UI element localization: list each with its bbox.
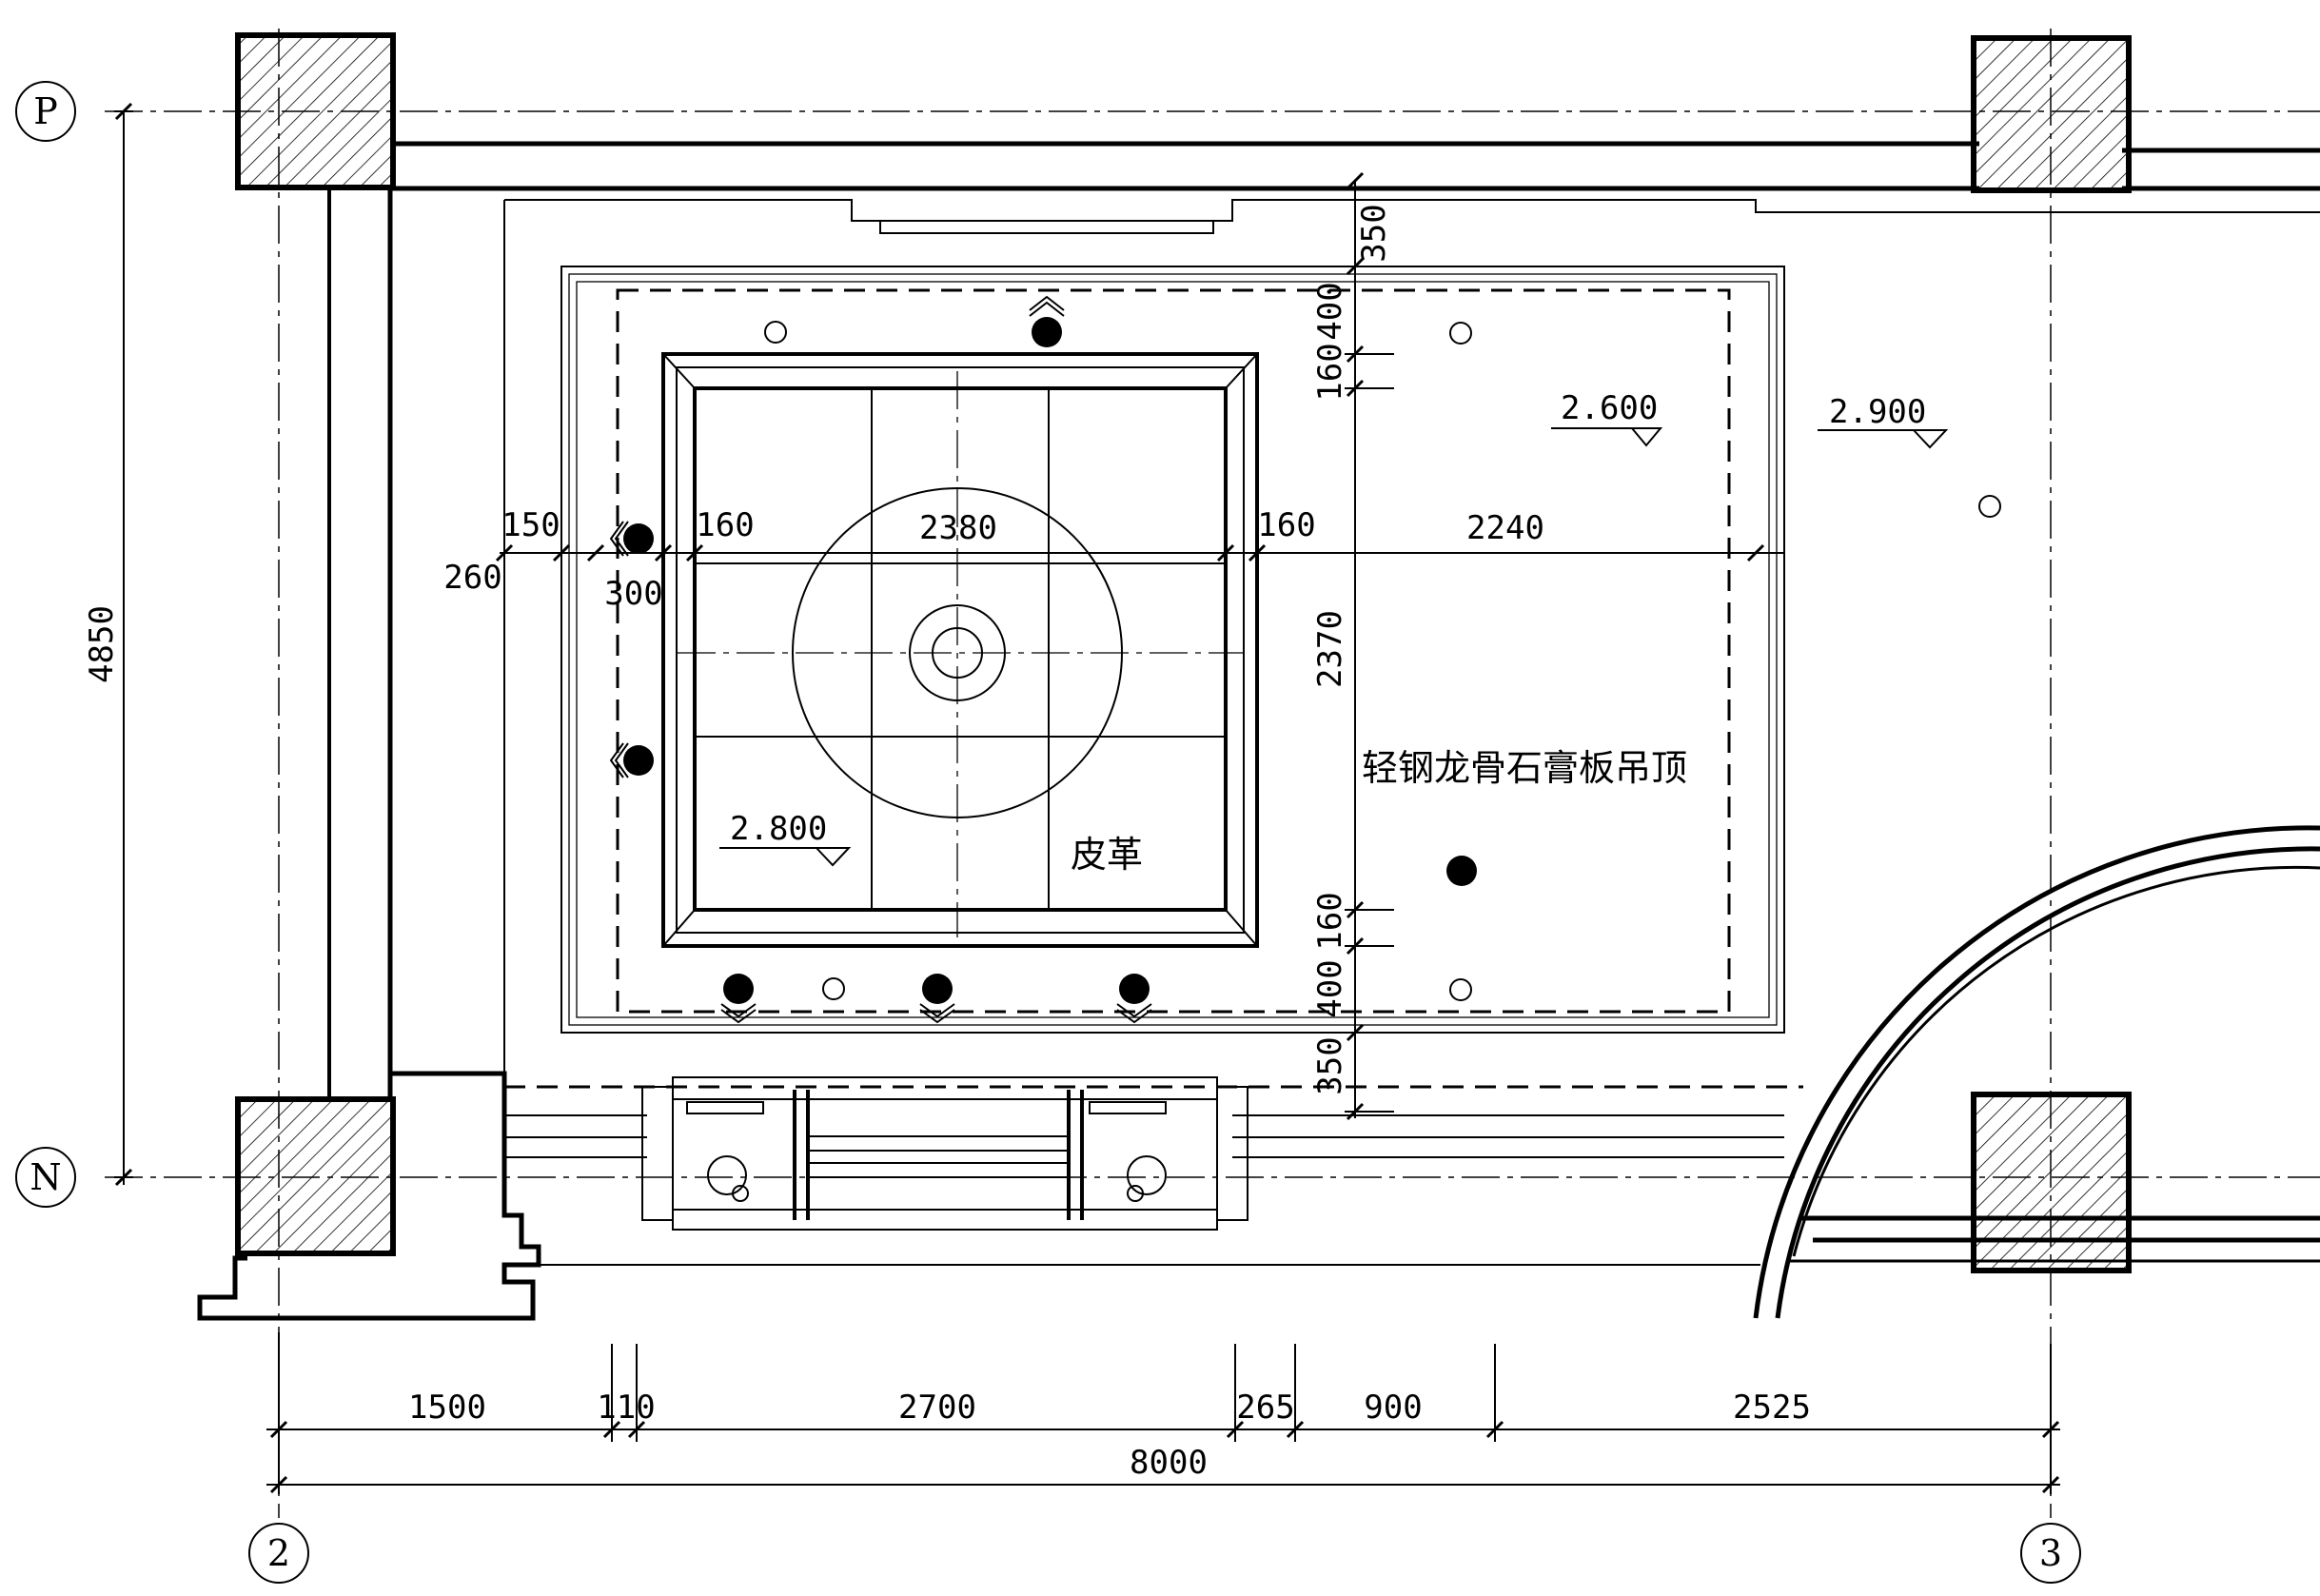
axis-bubble-n: N <box>15 1147 76 1208</box>
dim-vert-160-top: 160 <box>1311 343 1349 401</box>
axis-bubble-2: 2 <box>248 1523 309 1584</box>
walls <box>197 141 2320 1321</box>
dimension-texts: 4850 1500 110 2700 265 900 2525 8000 150… <box>83 204 1811 1482</box>
central-coffer <box>661 352 1259 948</box>
axis-bubble-3: 3 <box>2020 1523 2081 1584</box>
dim-right-2240: 2240 <box>1466 509 1544 547</box>
dim-bottom-265: 265 <box>1236 1389 1294 1427</box>
dim-bottom-1500: 1500 <box>408 1389 486 1427</box>
dim-vert-350-top: 350 <box>1355 204 1393 262</box>
ceiling-material-label: 轻钢龙骨石膏板吊顶 <box>1362 747 1687 789</box>
downlights <box>623 317 1477 1004</box>
dim-vert-400-bottom: 400 <box>1311 959 1349 1017</box>
dim-inner-2380: 2380 <box>919 509 997 547</box>
dim-inner-left-160: 160 <box>696 506 754 544</box>
level-2600-text: 2.600 <box>1561 389 1658 427</box>
dimension-lines <box>114 110 2060 1494</box>
dimension-ticks <box>114 102 2060 1494</box>
level-marker-2800: 2.800 <box>719 810 852 867</box>
dim-bottom-2525: 2525 <box>1733 1389 1811 1427</box>
level-marker-2900: 2.900 <box>1818 393 1949 449</box>
dim-vert-400-top: 400 <box>1311 282 1349 340</box>
fixture-strip <box>641 1076 1248 1231</box>
columns <box>235 32 2132 1273</box>
dim-bottom-total: 8000 <box>1130 1444 1208 1482</box>
axis-lines <box>105 29 2320 1518</box>
spotlights <box>764 321 2001 1001</box>
dim-bottom-2700: 2700 <box>898 1389 976 1427</box>
level-2800-text: 2.800 <box>730 810 827 848</box>
level-marker-2600: 2.600 <box>1551 389 1663 447</box>
axis-label-2: 2 <box>267 1532 290 1574</box>
leather-label: 皮革 <box>1071 834 1143 876</box>
ceiling-frame <box>504 266 1803 1089</box>
dim-overall-height: 4850 <box>83 605 121 683</box>
axis-label-p: P <box>33 90 58 132</box>
center-lines <box>678 371 1243 937</box>
dim-vert-160-bottom: 160 <box>1311 892 1349 950</box>
dim-vert-2370: 2370 <box>1311 610 1349 688</box>
arc-wall <box>1753 825 2320 1319</box>
dim-inner-right-160: 160 <box>1257 506 1315 544</box>
dim-left-260: 260 <box>443 559 501 597</box>
light-direction-marks <box>609 295 1152 1024</box>
dim-left-300: 300 <box>604 575 662 613</box>
dim-bottom-110: 110 <box>597 1389 655 1427</box>
dim-left-150: 150 <box>501 506 560 544</box>
dim-bottom-900: 900 <box>1364 1389 1422 1427</box>
axis-label-n: N <box>29 1156 61 1198</box>
dim-vert-350-bottom: 350 <box>1311 1036 1349 1094</box>
axis-label-3: 3 <box>2039 1532 2062 1574</box>
axis-bubble-p: P <box>15 81 76 142</box>
level-2900-text: 2.900 <box>1829 393 1926 431</box>
